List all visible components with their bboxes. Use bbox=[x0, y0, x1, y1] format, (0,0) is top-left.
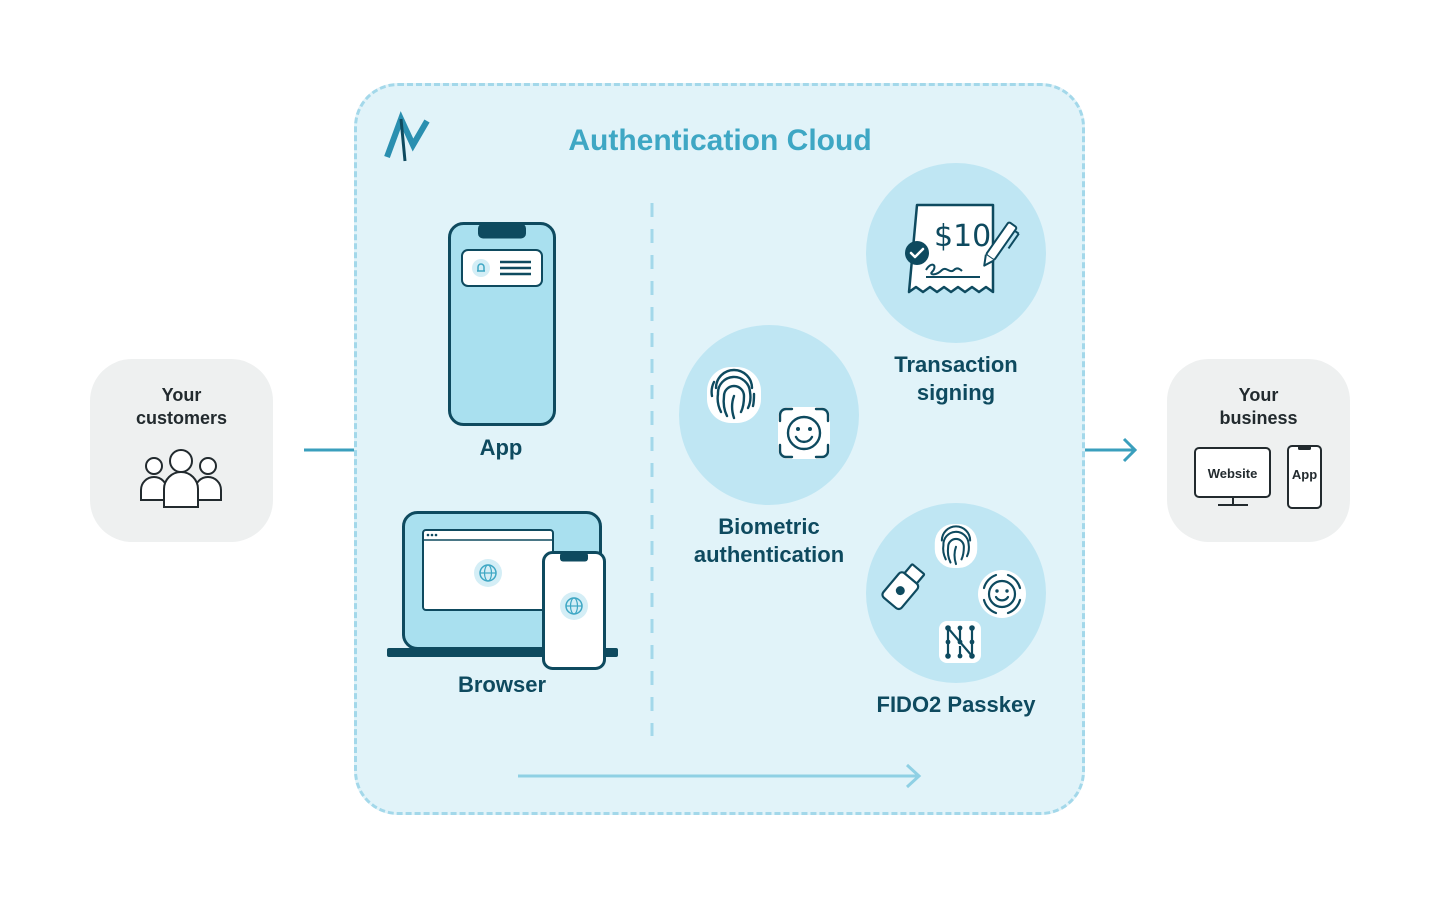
transaction-label-line1: Transaction bbox=[894, 352, 1018, 377]
receipt-amount: $10 bbox=[934, 219, 991, 254]
fido-face-icon bbox=[978, 570, 1026, 618]
business-title-line1: Your bbox=[1238, 385, 1279, 405]
transaction-label-line2: signing bbox=[916, 380, 996, 405]
biometric-label-line2: authentication bbox=[693, 542, 845, 567]
fingerprint-icon bbox=[707, 367, 761, 423]
business-box: Your business Website App bbox=[1167, 359, 1350, 542]
app-channel-label: App bbox=[479, 435, 523, 460]
customers-title: Your customers bbox=[90, 384, 273, 430]
globe-icon bbox=[474, 559, 502, 587]
customers-title-line2: customers bbox=[135, 408, 228, 428]
fido-fingerprint-icon bbox=[934, 524, 978, 568]
brand-logo-icon bbox=[384, 111, 430, 162]
browser-laptop-icon bbox=[387, 511, 618, 670]
browser-channel-label: Browser bbox=[457, 672, 547, 697]
check-badge-icon bbox=[905, 241, 929, 265]
app-label: App bbox=[1292, 467, 1317, 482]
security-key-icon bbox=[881, 563, 926, 611]
website-label: Website bbox=[1208, 466, 1258, 481]
fido-label: FIDO2 Passkey bbox=[876, 692, 1036, 717]
website-monitor-icon: Website bbox=[1194, 447, 1271, 506]
customers-title-line1: Your bbox=[161, 385, 202, 405]
globe-icon-mobile bbox=[560, 592, 588, 620]
passkey-logo-icon bbox=[939, 621, 981, 663]
business-title: Your business bbox=[1167, 384, 1350, 430]
business-title-line2: business bbox=[1219, 408, 1298, 428]
face-scan-icon bbox=[778, 407, 830, 459]
receipt-signing-icon: $10 bbox=[905, 203, 1020, 294]
biometric-label-line1: Biometric bbox=[718, 514, 820, 539]
divider-line bbox=[650, 203, 654, 736]
people-group-icon bbox=[140, 449, 222, 508]
transaction-label: Transaction signing bbox=[851, 351, 1061, 407]
cloud-title: Authentication Cloud bbox=[568, 124, 872, 157]
biometric-label: Biometric authentication bbox=[664, 513, 874, 569]
business-phone-icon: App bbox=[1287, 445, 1322, 509]
customers-box: Your customers bbox=[90, 359, 273, 542]
flow-arrow-icon bbox=[518, 763, 922, 789]
app-phone-icon bbox=[448, 222, 556, 426]
